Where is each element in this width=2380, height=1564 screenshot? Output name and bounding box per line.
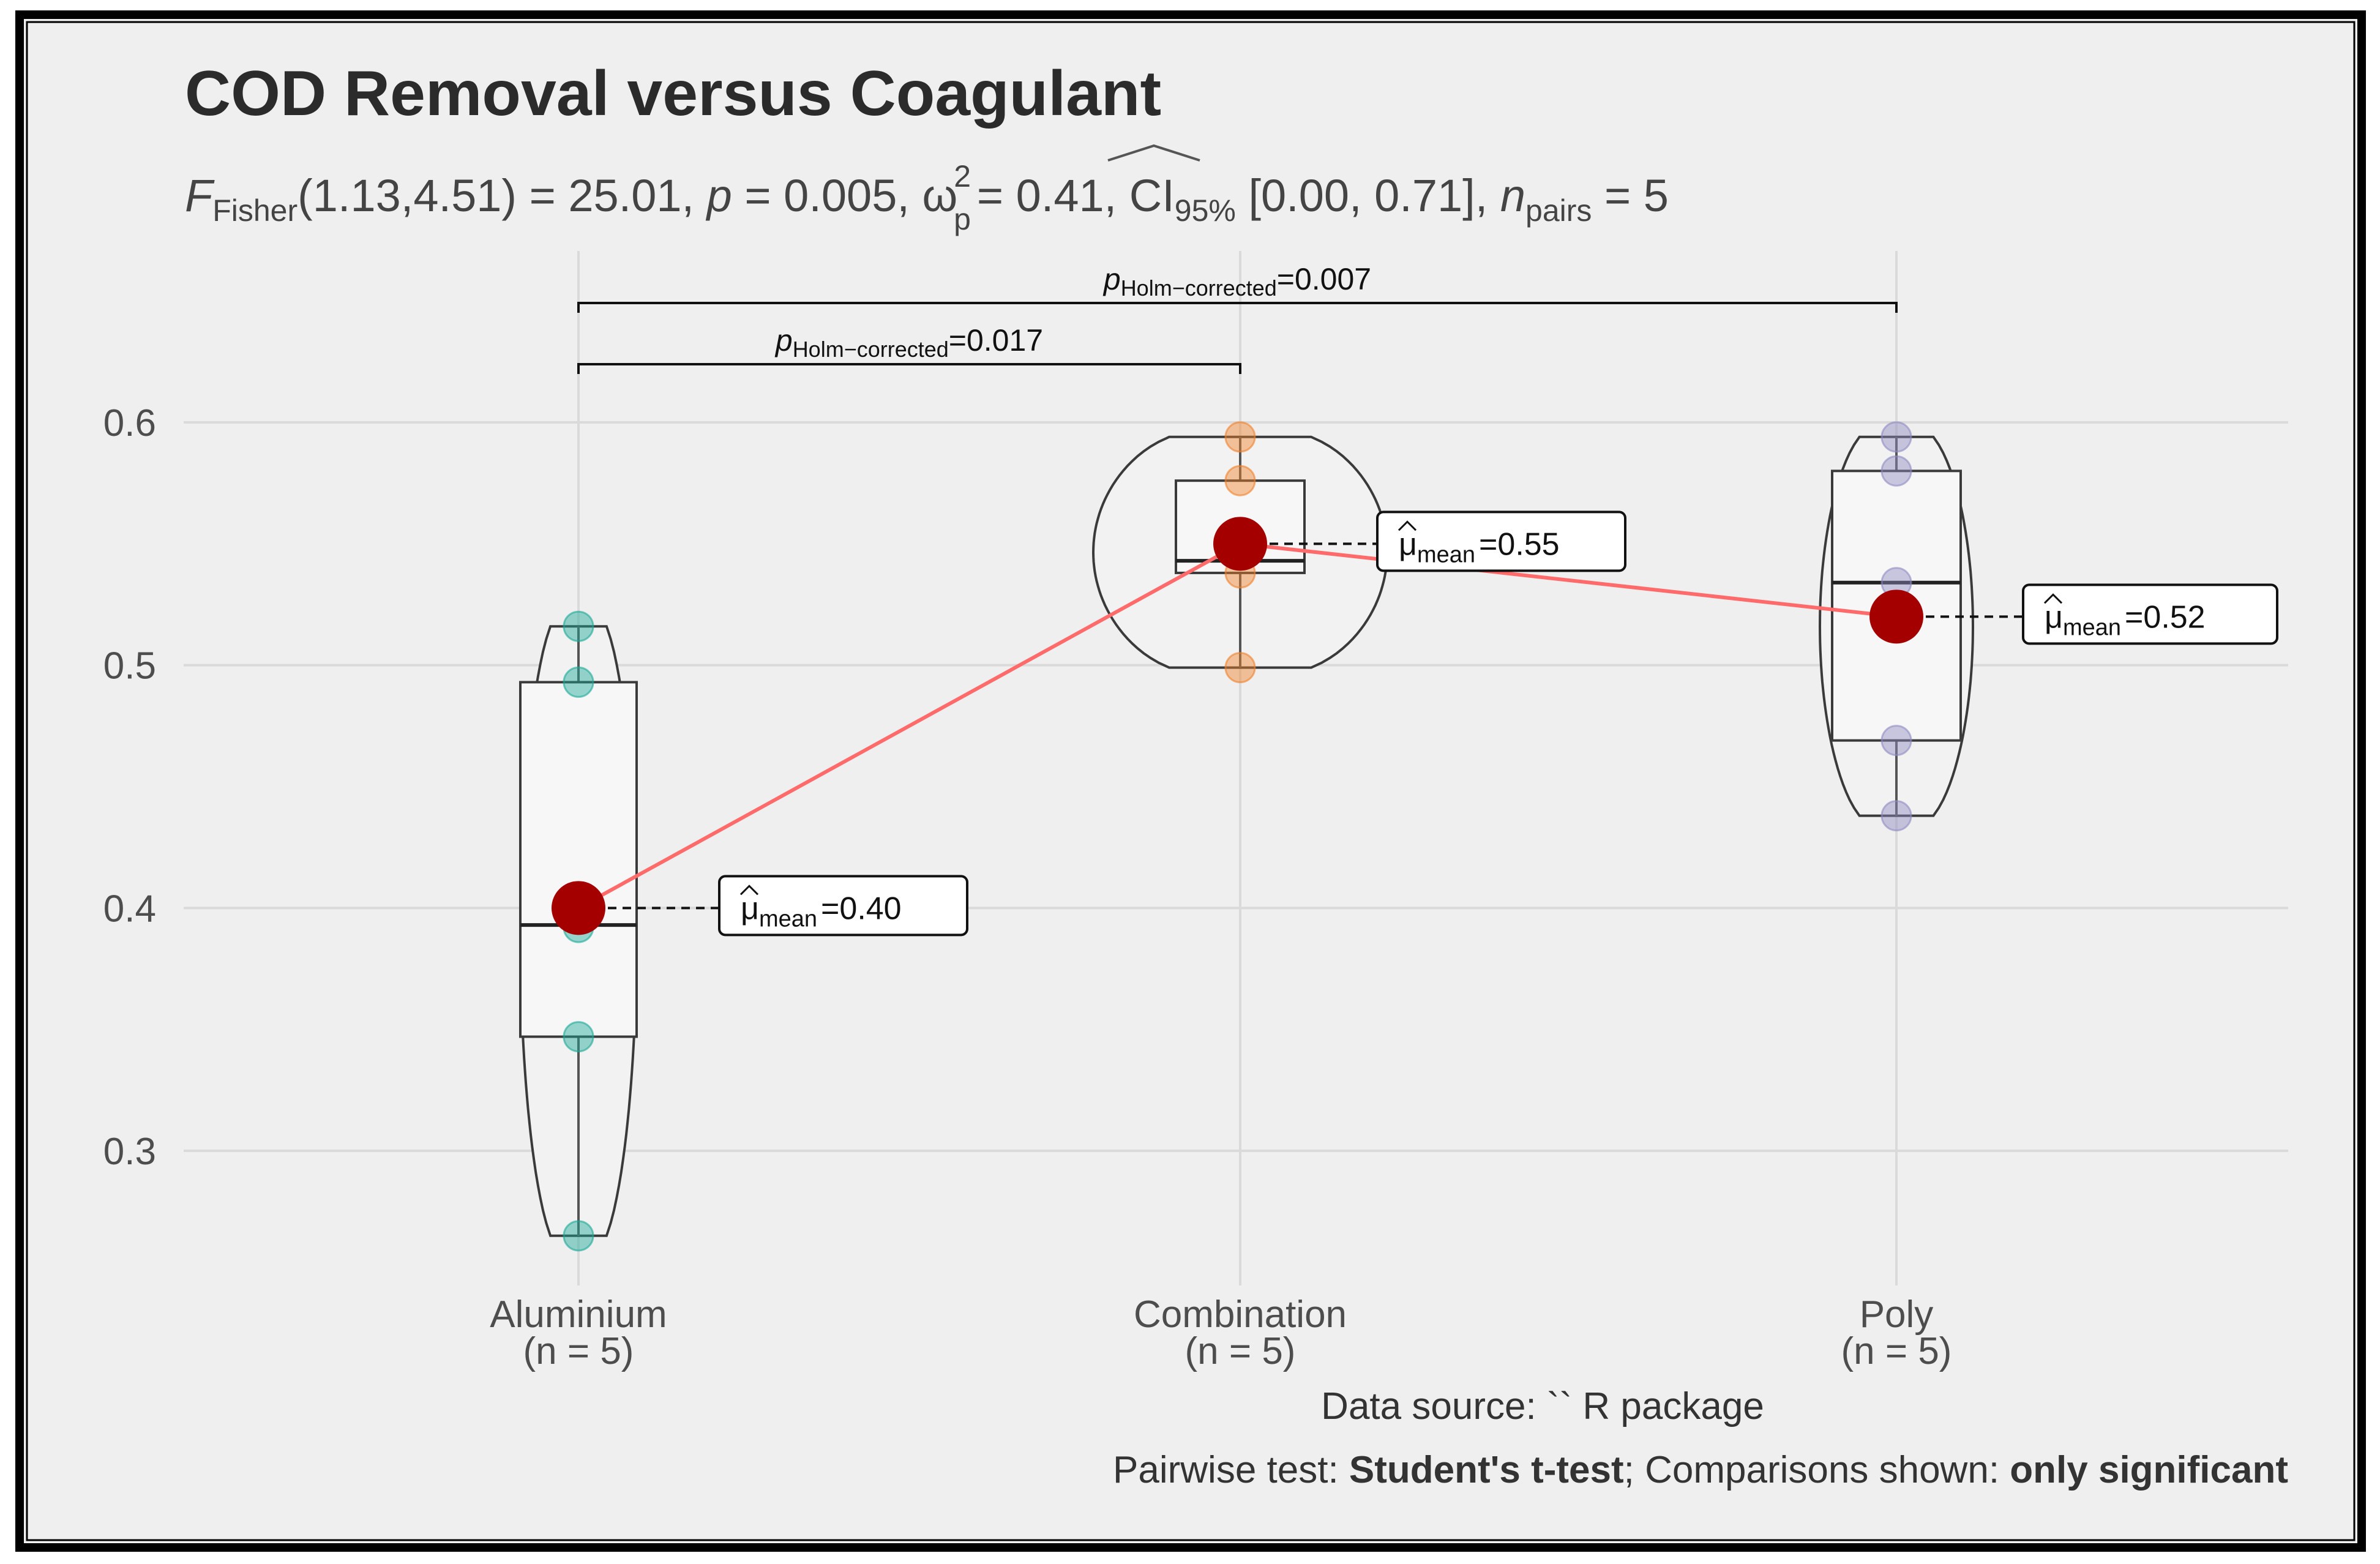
subtitle-p-symbol: p [706,170,732,221]
mean-label-box [1376,511,1626,572]
mean-value: =0.40 [821,891,902,926]
mean-point [552,881,605,935]
mean-symbol: μ [741,891,759,926]
subtitle-f-symbol: F [185,170,215,221]
mean-hat [1398,520,1417,531]
mean-sub: mean [759,906,817,932]
y-axis-ticks: 0.3 0.4 0.5 0.6 [103,402,156,1173]
caption-data-source: Data source: `` R package [1321,1385,1764,1427]
mean-symbol: μ [2045,599,2063,635]
y-tick-label: 0.6 [103,402,156,444]
data-point [1880,800,1912,832]
x-category-label: Combination [1134,1293,1347,1336]
subtitle-ci-sub: 95% [1175,193,1236,228]
mean-value: =0.52 [2125,599,2206,635]
y-tick-label: 0.3 [103,1131,156,1173]
pairwise-label: pHolm−corrected=0.007 [1102,262,1371,301]
x-category-n: (n = 5) [1841,1330,1952,1372]
mean-label-box [718,875,968,937]
pairwise-p-symbol: p [1102,262,1121,296]
pairwise-bracket [577,363,1241,374]
x-category-n: (n = 5) [1185,1330,1296,1372]
mean-label: μmean=0.55 [1399,526,1560,567]
caption-comparisons-value: only significant [2010,1449,2288,1491]
mean-label: μmean=0.52 [2045,599,2206,640]
pairwise-p-sub: Holm−corrected [793,337,949,362]
pairwise-p-value: =0.017 [949,323,1043,357]
data-point [563,1220,594,1252]
box [1831,470,1962,742]
mean-sub: mean [1417,542,1475,567]
caption-comparisons-prefix: ; Comparisons shown: [1624,1449,2010,1491]
subtitle-n-symbol: n [1500,170,1525,221]
group-aluminium [518,610,638,1252]
pairwise-p-value: =0.007 [1277,262,1371,296]
y-tick-label: 0.5 [103,645,156,687]
subtitle-f-sub: Fisher [212,193,298,228]
subtitle-ci-value: [0.00, 0.71], [1248,170,1488,221]
pairwise-bracket [577,302,1898,313]
pairwise-brackets: pHolm−corrected=0.017pHolm−corrected=0.0… [577,262,1898,374]
caption-pairwise: Pairwise test: Student's t-test; Compari… [1113,1449,2288,1491]
subtitle-p-value: = 0.005, [744,170,910,221]
mean-symbol: μ [1399,526,1417,562]
mean-point [1869,589,1923,644]
subtitle-omega: ω [922,170,957,221]
pairwise-p-sub: Holm−corrected [1121,275,1277,301]
data-point [1224,421,1256,453]
outer-frame [15,10,2366,1552]
subtitle-omega-sub: p [954,202,971,236]
subtitle-df: (1.13,4.51) = 25.01, [298,170,694,221]
data-point [1880,421,1912,453]
data-point [1880,455,1912,487]
inner-frame [26,21,2356,1541]
caption-pairwise-prefix: Pairwise test: [1113,1449,1349,1491]
data-point [563,1021,594,1053]
subtitle-omega-sup: 2 [954,159,971,193]
caption-pairwise-test: Student's t-test [1349,1449,1624,1491]
chart-title: COD Removal versus Coagulant [185,58,1161,129]
mean-label: μmean=0.40 [741,891,902,932]
mean-point [1213,517,1267,571]
mean-sub: mean [2063,615,2121,640]
subtitle-omega-value: = 0.41, CI [977,170,1175,221]
subtitle-n-value: = 5 [1604,170,1669,221]
mean-value: =0.55 [1479,526,1560,562]
mean-hat [2043,593,2063,604]
mean-hat [739,885,759,896]
pairwise-label: pHolm−corrected=0.017 [774,323,1043,362]
subtitle-hat [1107,144,1200,162]
data-point [563,666,594,698]
x-category-label: Poly [1860,1293,1934,1336]
data-point [1224,465,1256,496]
data-point [1224,652,1256,684]
data-point [563,610,594,642]
y-tick-label: 0.4 [103,888,156,930]
x-category-n: (n = 5) [523,1330,634,1372]
pairwise-p-symbol: p [774,323,793,357]
mean-label-box [2022,583,2278,645]
box [519,681,638,1038]
subtitle-n-sub: pairs [1525,193,1592,228]
chart-subtitle: FFisher(1.13,4.51) = 25.01, p = 0.005, ω… [185,159,1669,236]
data-point [1880,725,1912,757]
x-axis-labels: Aluminium(n = 5)Combination(n = 5)Poly(n… [490,1293,1952,1372]
x-category-label: Aluminium [490,1293,667,1336]
